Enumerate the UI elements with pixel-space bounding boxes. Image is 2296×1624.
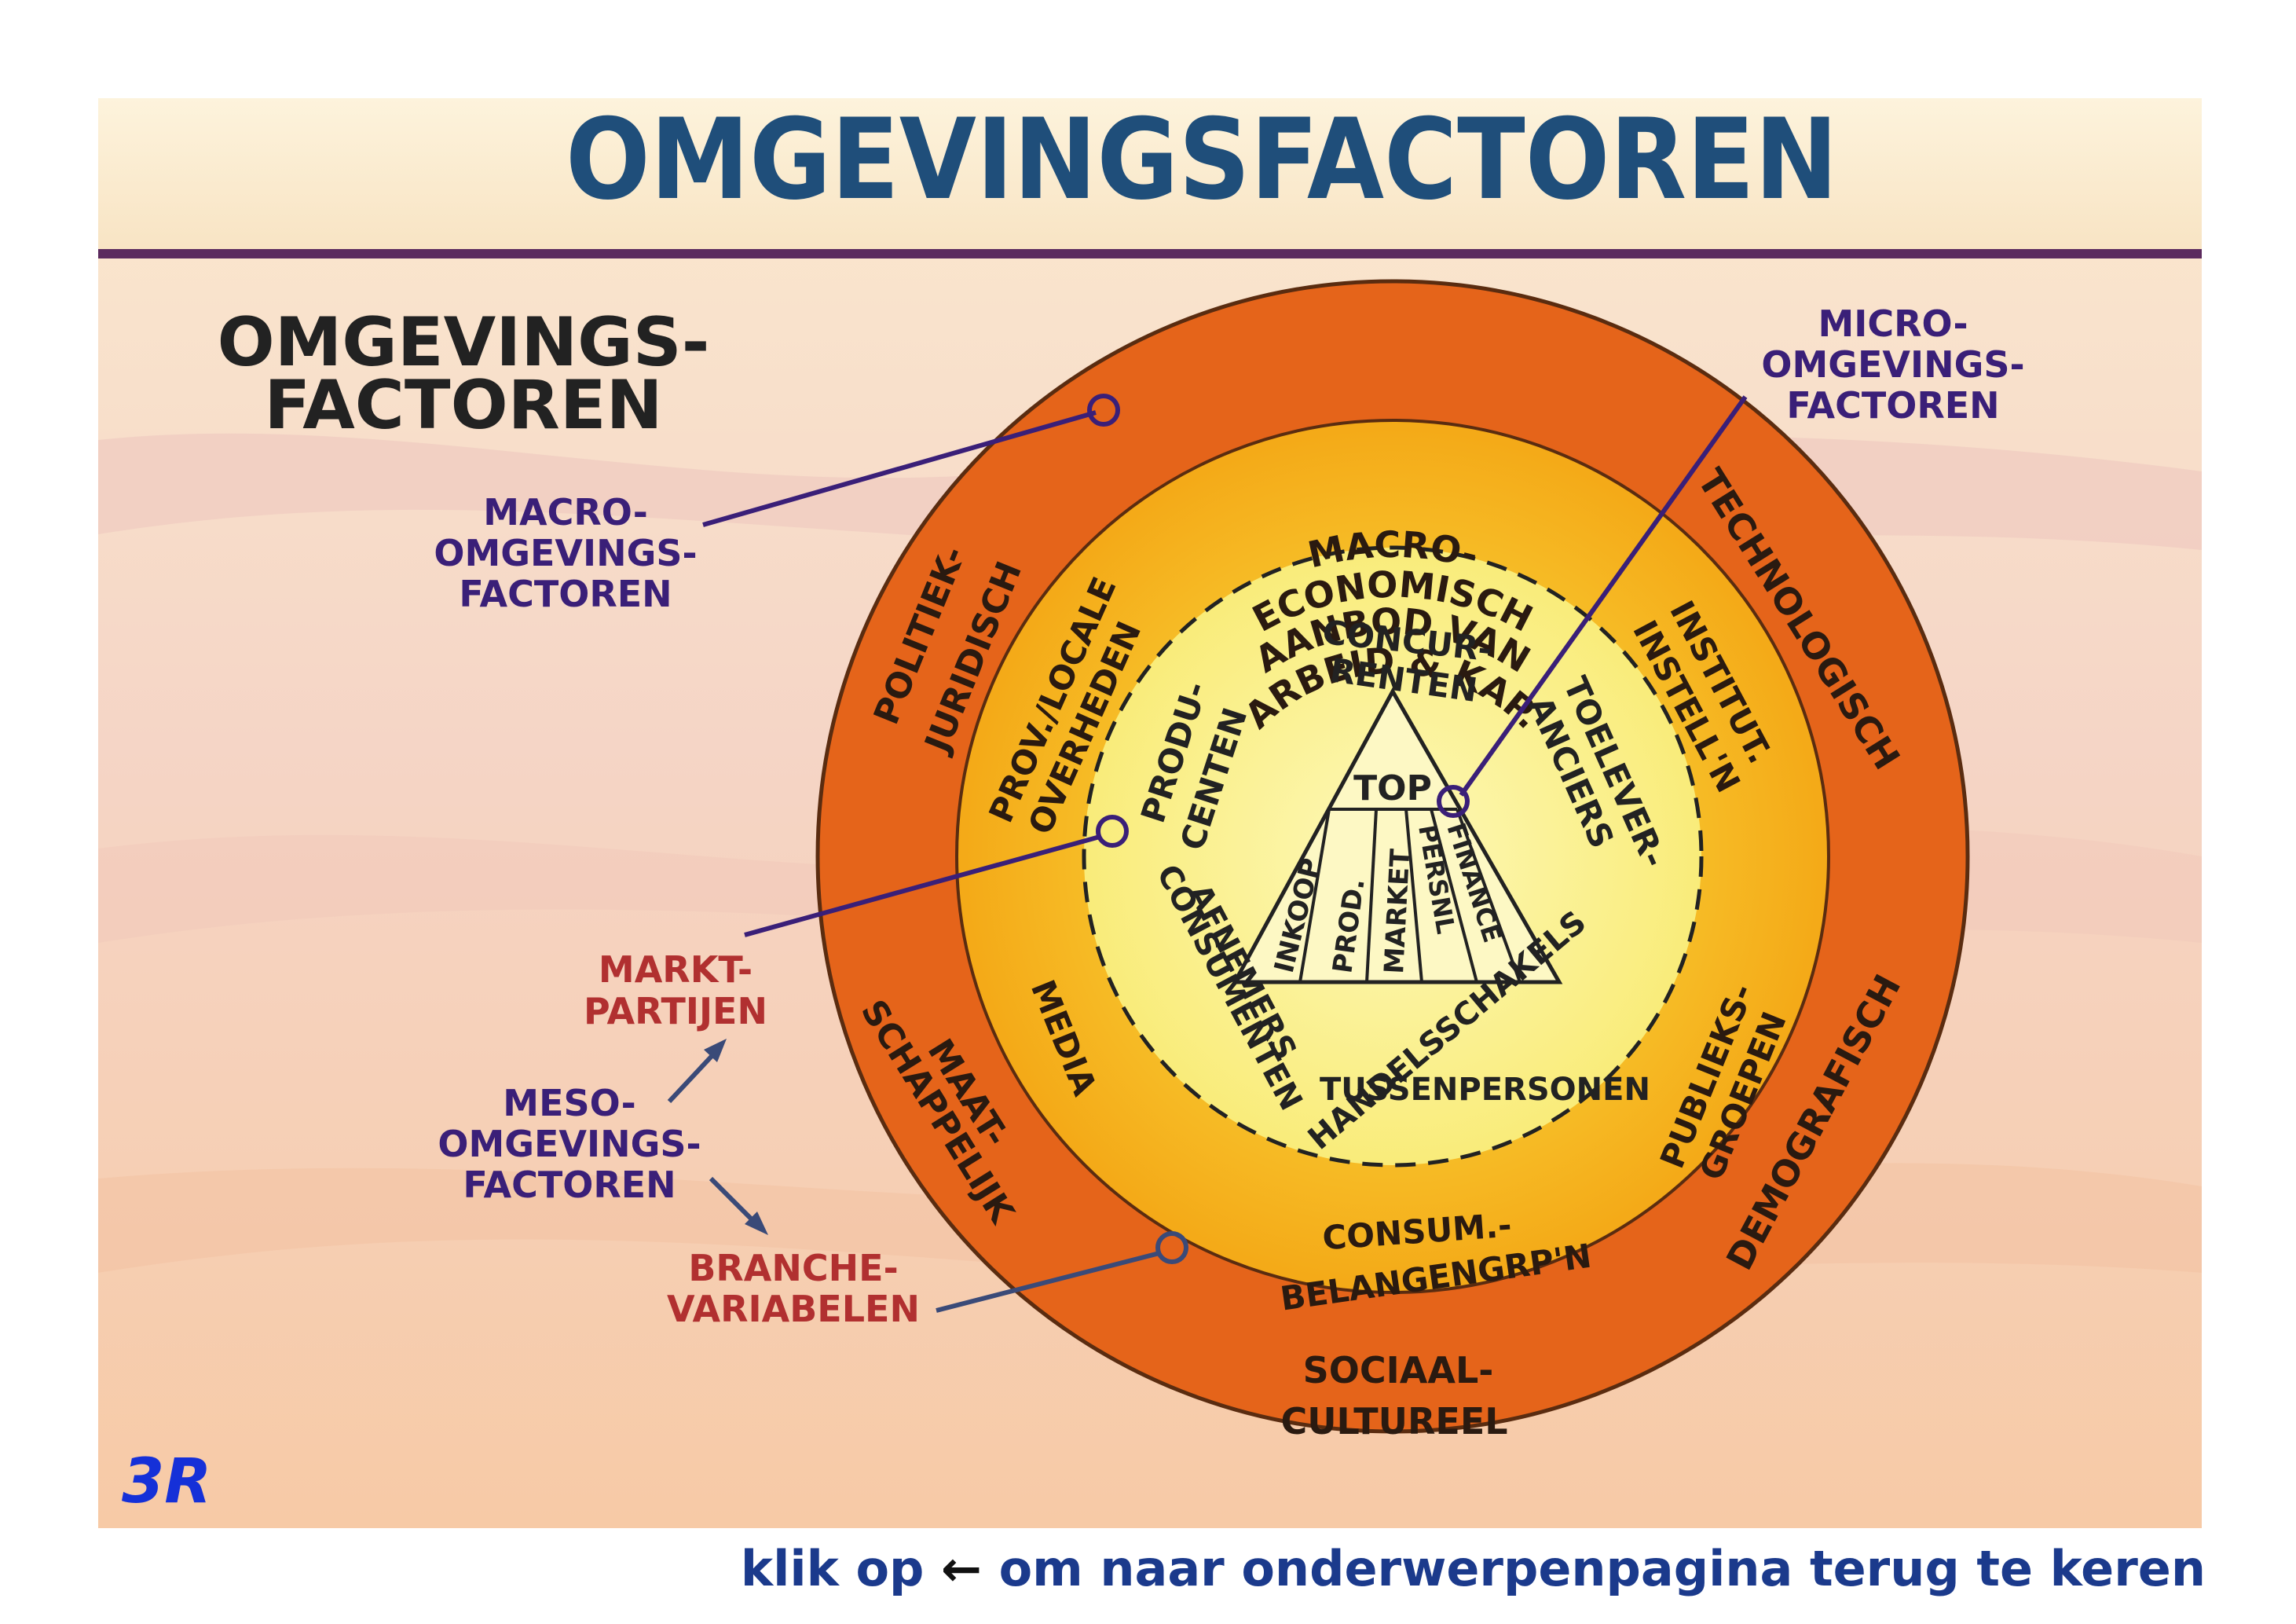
label-line: OMGEVINGS- bbox=[438, 1123, 701, 1165]
callouts bbox=[667, 394, 1748, 1313]
label-line: MARKT- bbox=[599, 948, 753, 991]
side-title: OMGEVINGS- FACTOREN bbox=[218, 303, 710, 445]
page-title: OMGEVINGSFACTOREN bbox=[566, 95, 1838, 225]
pyramid-section-divider bbox=[1456, 808, 1522, 983]
header-band bbox=[98, 98, 2202, 249]
pyramid-section-divider bbox=[1404, 808, 1423, 983]
label-line: VARIABELEN bbox=[667, 1288, 920, 1330]
side-title-line: FACTOREN bbox=[264, 366, 662, 445]
callout-line-micro bbox=[1459, 395, 1748, 797]
outer-label-sociaal-cultureel: SOCIAAL- bbox=[1303, 1349, 1494, 1391]
meso-arrow-down bbox=[709, 1176, 756, 1224]
header-divider bbox=[98, 249, 2202, 258]
callout-line-macro bbox=[702, 410, 1097, 527]
label-line: FACTOREN bbox=[463, 1164, 676, 1206]
callout-marker-micro bbox=[1437, 785, 1470, 818]
label-meso: MESO- OMGEVINGS- FACTOREN bbox=[438, 1082, 701, 1206]
label-micro: MICRO- OMGEVINGS- FACTOREN bbox=[1761, 302, 2024, 427]
label-line: OMGEVINGS- bbox=[434, 532, 697, 574]
meso-arrow-down-head bbox=[745, 1212, 768, 1235]
meso-arrow-up-head bbox=[704, 1039, 727, 1062]
pyramid-section-label: MARKET bbox=[1379, 848, 1416, 975]
callout-marker-macro bbox=[1087, 394, 1120, 427]
label-line: MICRO- bbox=[1818, 302, 1968, 345]
label-markt: MARKT- PARTIJEN bbox=[584, 948, 767, 1032]
pyramid: TOP INKOOP PROD. MARKET PERSNL FINANCE bbox=[1231, 687, 1563, 984]
footer-prefix: klik op bbox=[740, 1540, 925, 1597]
back-navigation-link[interactable]: klik op ← om naar onderwerpenpagina teru… bbox=[741, 1540, 2206, 1597]
callout-line-branche bbox=[936, 1251, 1160, 1313]
label-line: MESO- bbox=[503, 1082, 635, 1124]
label-macro: MACRO- OMGEVINGS- FACTOREN bbox=[434, 491, 697, 615]
meso-arrow-up bbox=[667, 1050, 717, 1104]
inner-label-tussenpersonen: TUSSENPERSONEN bbox=[1320, 1072, 1650, 1108]
pyramid-section-divider bbox=[1430, 808, 1478, 983]
callout-marker-markt bbox=[1096, 815, 1129, 848]
side-title-line: OMGEVINGS- bbox=[218, 303, 710, 382]
ring-diagram: TOP INKOOP PROD. MARKET PERSNL FINANCE M… bbox=[815, 279, 1970, 1443]
logo-3r: 3R bbox=[122, 1446, 211, 1517]
label-line: OMGEVINGS- bbox=[1761, 343, 2024, 386]
callout-line-markt bbox=[744, 834, 1100, 937]
callout-marker-branche bbox=[1155, 1231, 1188, 1264]
label-line: FACTOREN bbox=[459, 573, 672, 615]
pyramid-section-divider bbox=[1298, 808, 1331, 983]
back-arrow-icon[interactable]: ← bbox=[941, 1540, 982, 1597]
pyramid-outline bbox=[1231, 687, 1563, 984]
pyramid-top-label: TOP bbox=[1353, 768, 1432, 808]
label-line: MACRO- bbox=[483, 491, 648, 533]
label-branche: BRANCHE- VARIABELEN bbox=[667, 1247, 920, 1330]
label-line: FACTOREN bbox=[1786, 384, 1999, 427]
footer-suffix: om naar onderwerpenpagina terug te keren bbox=[998, 1540, 2206, 1597]
pyramid-section-divider bbox=[1365, 808, 1378, 983]
label-line: BRANCHE- bbox=[688, 1247, 898, 1289]
label-line: PARTIJEN bbox=[584, 990, 767, 1032]
outer-label-sociaal-cultureel: CULTUREEL bbox=[1280, 1400, 1507, 1443]
